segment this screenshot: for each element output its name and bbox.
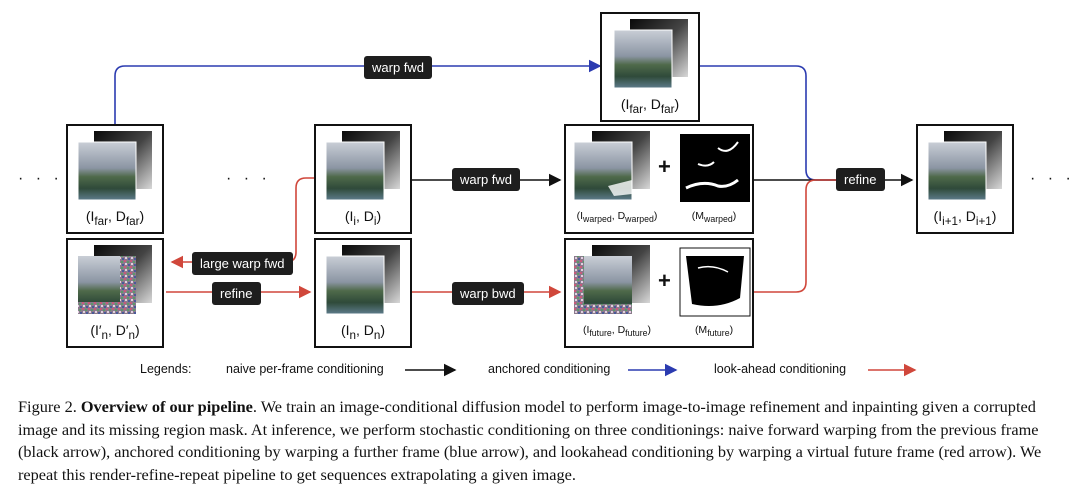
- large-warp-fwd-label: large warp fwd: [192, 252, 293, 275]
- future-corrupted-frame-node: [66, 238, 164, 348]
- pipeline-diagram: · · · · · · · · · (Ifar, Dfar) (Ifar, Df…: [18, 12, 1075, 377]
- future-warped-thumbnail: [574, 245, 751, 317]
- current-frame-node: [314, 124, 412, 234]
- ellipsis-middle: · · ·: [226, 170, 271, 187]
- figure-label: Figure 2.: [18, 397, 77, 416]
- legend-item-naive: naive per-frame conditioning: [226, 362, 384, 376]
- lookahead-arrow-to-refine: [754, 179, 836, 293]
- figure-caption: Figure 2. Overview of our pipeline. We t…: [18, 396, 1063, 486]
- warped-thumbnail: [573, 131, 750, 202]
- future-corrupted-caption: (I′n, D′n): [90, 322, 140, 342]
- warped-mask-caption: (Mwarped): [691, 210, 737, 225]
- next-frame-caption: (Ii+1, Di+1): [933, 208, 997, 228]
- warp-fwd-middle-label: warp fwd: [452, 168, 521, 191]
- refine-right-label: refine: [836, 168, 885, 191]
- warp-bwd-label: warp bwd: [452, 282, 524, 305]
- warp-fwd-top-label: warp fwd: [364, 56, 433, 79]
- figure-title: Overview of our pipeline: [80, 397, 253, 416]
- frame-thumbnail: [78, 245, 152, 314]
- legend-title: Legends:: [140, 362, 192, 376]
- far-frame-caption-left: (Ifar, Dfar): [85, 208, 145, 228]
- lookahead-arrow-large-warp: [170, 177, 314, 269]
- frame-thumbnail: [325, 131, 400, 201]
- frame-thumbnail: [77, 131, 152, 201]
- warped-frame-node: [564, 124, 754, 234]
- far-frame-node-left: [66, 124, 164, 234]
- frame-thumbnail: [613, 19, 688, 89]
- future-warped-image-caption: (Ifuture, Dfuture): [582, 324, 652, 339]
- plus-sign-future: +: [658, 268, 671, 293]
- warped-image-caption: (Iwarped, Dwarped): [576, 210, 658, 225]
- refine-left-label: refine: [212, 282, 261, 305]
- future-frame-caption: (In, Dn): [340, 322, 386, 342]
- plus-sign-warped: +: [658, 154, 671, 179]
- future-warped-mask-caption: (Mfuture): [694, 324, 734, 339]
- legend-item-lookahead: look-ahead conditioning: [714, 362, 847, 376]
- figure-body: . We train an image-conditional diffusio…: [18, 397, 1042, 484]
- legend-item-anchored: anchored conditioning: [488, 362, 611, 376]
- next-frame-node: [916, 124, 1014, 234]
- anchored-arrow-to-far: [114, 59, 602, 124]
- far-frame-caption-top: (Ifar, Dfar): [620, 96, 680, 116]
- ellipsis-left: · · ·: [18, 170, 63, 187]
- frame-thumbnail: [927, 131, 1002, 201]
- frame-thumbnail: [325, 245, 400, 315]
- future-frame-node: [314, 238, 412, 348]
- ellipsis-right: · · ·: [1030, 170, 1075, 187]
- far-frame-node-top: [600, 12, 700, 122]
- current-frame-caption: (Ii, Di): [344, 208, 382, 228]
- future-warped-frame-node: [564, 238, 754, 348]
